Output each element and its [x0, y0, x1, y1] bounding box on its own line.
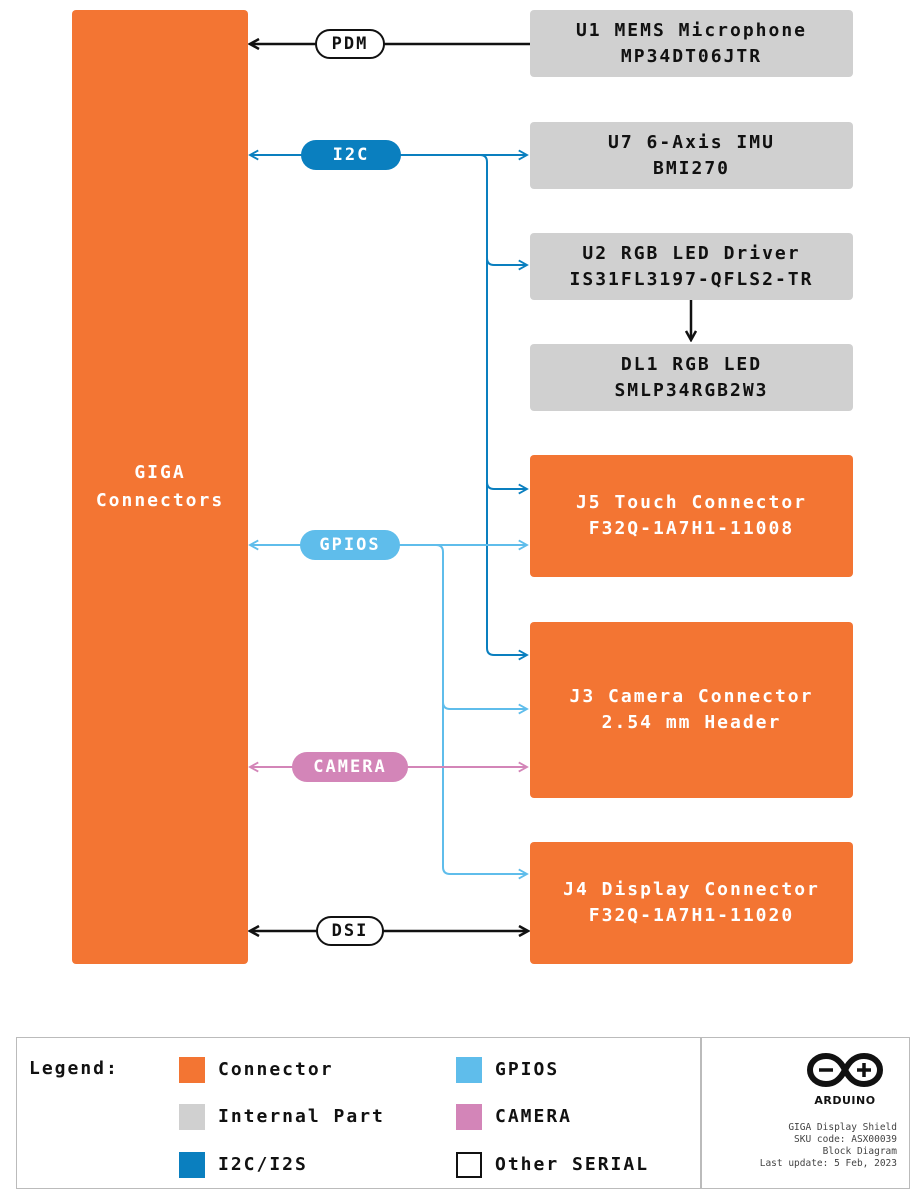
legend-label-internal: Internal Part — [218, 1106, 385, 1127]
arduino-logo-icon — [806, 1052, 884, 1088]
rgb-led-name: DL1 RGB LED — [620, 353, 763, 375]
gpio-wire-trunk — [435, 544, 527, 874]
giga-connectors-line1: GIGA — [134, 462, 186, 483]
display-connector-name: J4 Display Connector — [563, 879, 820, 900]
gpios-label: GPIOS — [300, 530, 400, 560]
imu-block: U7 6-Axis IMU BMI270 — [530, 122, 853, 189]
touch-connector-name: J5 Touch Connector — [575, 492, 808, 513]
i2c-wire-trunk — [479, 154, 527, 655]
camera-label: CAMERA — [292, 752, 408, 782]
giga-connectors-block: GIGA Connectors — [72, 10, 248, 964]
microphone-block: U1 MEMS Microphone MP34DT06JTR — [530, 10, 853, 77]
imu-part: BMI270 — [652, 157, 731, 179]
legend-label-gpios: GPIOS — [495, 1059, 560, 1080]
legend-swatch-camera — [456, 1104, 482, 1130]
legend-label-i2c: I2C/I2S — [218, 1154, 308, 1175]
legend-title: Legend: — [29, 1058, 119, 1079]
legend-swatch-serial — [456, 1152, 482, 1178]
info-product: GIGA Display Shield — [788, 1122, 897, 1133]
legend-label-camera: CAMERA — [495, 1106, 573, 1127]
imu-name: U7 6-Axis IMU — [608, 131, 775, 153]
led-driver-name: U2 RGB LED Driver — [582, 242, 801, 264]
legend-swatch-connector — [179, 1057, 205, 1083]
led-driver-part: IS31FL3197-QFLS2-TR — [569, 268, 814, 290]
camera-connector-part: 2.54 mm Header — [601, 712, 782, 733]
dsi-label: DSI — [316, 916, 384, 946]
info-doc: Block Diagram — [822, 1146, 897, 1157]
i2c-label: I2C — [301, 140, 401, 170]
info-updated: Last update: 5 Feb, 2023 — [759, 1158, 897, 1169]
legend-panel: Legend: Connector Internal Part I2C/I2S … — [16, 1037, 910, 1189]
gpio-wire-camera — [442, 701, 527, 709]
display-connector-block: J4 Display Connector F32Q-1A7H1-11020 — [530, 842, 853, 964]
rgb-led-part: SMLP34RGB2W3 — [614, 379, 769, 401]
giga-connectors-line2: Connectors — [95, 490, 225, 511]
microphone-name: U1 MEMS Microphone — [575, 19, 808, 41]
touch-connector-part: F32Q-1A7H1-11008 — [588, 518, 795, 539]
i2c-wire-led-driver — [486, 257, 527, 265]
led-driver-block: U2 RGB LED Driver IS31FL3197-QFLS2-TR — [530, 233, 853, 300]
display-connector-part: F32Q-1A7H1-11020 — [588, 905, 795, 926]
camera-connector-block: J3 Camera Connector 2.54 mm Header — [530, 622, 853, 798]
legend-swatch-i2c — [179, 1152, 205, 1178]
microphone-part: MP34DT06JTR — [620, 45, 763, 67]
legend-swatch-gpios — [456, 1057, 482, 1083]
pdm-label: PDM — [315, 29, 385, 59]
rgb-led-block: DL1 RGB LED SMLP34RGB2W3 — [530, 344, 853, 411]
i2c-wire-touch — [486, 481, 527, 489]
legend-swatch-internal — [179, 1104, 205, 1130]
info-sku: SKU code: ASX00039 — [794, 1134, 897, 1145]
touch-connector-block: J5 Touch Connector F32Q-1A7H1-11008 — [530, 455, 853, 577]
legend-divider — [700, 1038, 702, 1188]
document-info: GIGA Display Shield SKU code: ASX00039 B… — [760, 1122, 897, 1170]
camera-connector-name: J3 Camera Connector — [569, 686, 814, 707]
legend-label-connector: Connector — [218, 1059, 334, 1080]
legend-label-serial: Other SERIAL — [495, 1154, 650, 1175]
arduino-logo-text: ARDUINO — [814, 1094, 876, 1107]
